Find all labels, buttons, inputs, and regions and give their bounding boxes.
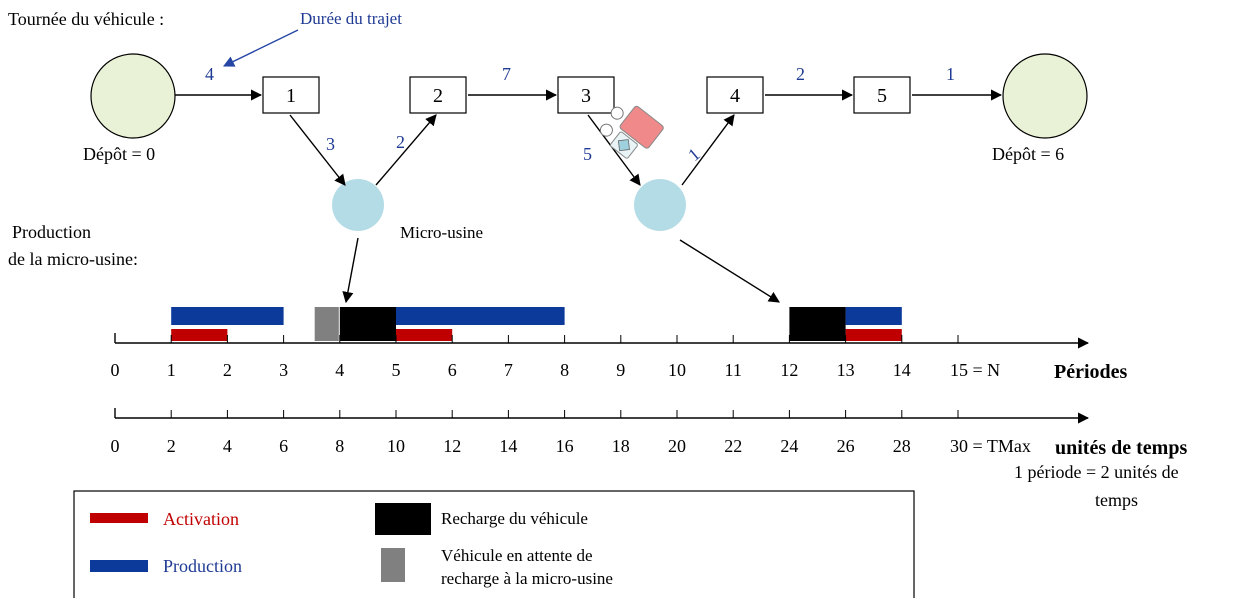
period-tick-label-0: 0 bbox=[111, 360, 120, 380]
period-tick-label-12: 12 bbox=[780, 360, 798, 380]
route-title: Tournée du véhicule : bbox=[8, 9, 164, 29]
timeline-bar-3-1 bbox=[339, 307, 396, 341]
timeline-bar-2-3 bbox=[845, 329, 902, 341]
edge-factory-b-to-4 bbox=[681, 114, 735, 186]
period-tick-label-3: 3 bbox=[279, 360, 288, 380]
legend-waiting-label-line2: recharge à la micro-usine bbox=[441, 569, 613, 588]
production-title-line2: de la micro-usine: bbox=[8, 249, 138, 269]
time-tick-label-15: 30 = TMax bbox=[950, 436, 1031, 456]
edge-3-to-factory-b-duration: 5 bbox=[583, 144, 592, 164]
edge-depot-to-1-duration: 4 bbox=[205, 64, 214, 84]
period-tick-label-11: 11 bbox=[725, 360, 742, 380]
time-tick-label-0: 0 bbox=[111, 436, 120, 456]
time-tick-label-1: 2 bbox=[167, 436, 176, 456]
depot-start-label: Dépôt = 0 bbox=[83, 144, 155, 164]
period-tick-label-2: 2 bbox=[223, 360, 232, 380]
production-title-line1: Production bbox=[12, 222, 91, 242]
depot-end-label: Dépôt = 6 bbox=[992, 144, 1064, 164]
time-tick-label-5: 10 bbox=[387, 436, 405, 456]
micro-factory-a bbox=[332, 179, 384, 231]
time-tick-label-13: 26 bbox=[837, 436, 855, 456]
edge-1-to-factory-a bbox=[289, 114, 346, 186]
edge-factory-a-to-2-duration: 2 bbox=[396, 132, 405, 152]
edge-factory-b-to-4-duration: 1 bbox=[684, 144, 704, 165]
period-tick-label-9: 9 bbox=[616, 360, 625, 380]
time-tick-label-14: 28 bbox=[893, 436, 911, 456]
edge-2-to-3-duration: 7 bbox=[502, 64, 511, 84]
route-node-5: 5 bbox=[853, 76, 911, 114]
time-tick-label-7: 14 bbox=[499, 436, 517, 456]
time-tick-label-12: 24 bbox=[780, 436, 798, 456]
time-tick-label-4: 8 bbox=[335, 436, 344, 456]
timeline-bar-2-1 bbox=[171, 329, 228, 341]
period-tick-label-8: 8 bbox=[560, 360, 569, 380]
time-tick-label-3: 6 bbox=[279, 436, 288, 456]
legend-production-swatch bbox=[90, 560, 148, 572]
route-node-5-label: 5 bbox=[877, 85, 887, 107]
time-conversion-note-line2: temps bbox=[1095, 490, 1138, 510]
legend-recharge-swatch bbox=[375, 503, 431, 535]
factory-b-to-timeline-arrow bbox=[679, 239, 780, 303]
period-tick-label-14: 14 bbox=[893, 360, 911, 380]
route-node-4: 4 bbox=[706, 76, 764, 114]
period-tick-label-1: 1 bbox=[167, 360, 176, 380]
factory-a-to-timeline-arrow bbox=[342, 237, 359, 304]
timeline-bar-2-2 bbox=[396, 329, 453, 341]
depot-start-node bbox=[90, 53, 176, 139]
timeline-bar-1-2 bbox=[396, 307, 565, 325]
duration-note: Durée du trajet bbox=[300, 9, 402, 28]
time-tick-label-6: 12 bbox=[443, 436, 461, 456]
duration-pointer-arrow bbox=[222, 29, 299, 67]
period-tick-label-10: 10 bbox=[668, 360, 686, 380]
legend-box bbox=[73, 490, 915, 602]
period-tick-label-5: 5 bbox=[392, 360, 401, 380]
timeline-bar-3-2 bbox=[789, 307, 846, 341]
legend-activation-swatch bbox=[90, 513, 148, 523]
timeline-bar-4-1 bbox=[314, 307, 339, 341]
legend-waiting-label-line1: Véhicule en attente de bbox=[441, 546, 593, 565]
time-tick-label-8: 16 bbox=[556, 436, 574, 456]
route-node-4-label: 4 bbox=[730, 85, 740, 107]
period-axis-label: Périodes bbox=[1054, 361, 1128, 383]
route-node-2-label: 2 bbox=[433, 85, 443, 107]
edge-1-to-factory-a-duration: 3 bbox=[326, 134, 335, 154]
period-tick-label-7: 7 bbox=[504, 360, 513, 380]
micro-factory-label: Micro-usine bbox=[400, 223, 483, 242]
time-conversion-note-line1: 1 période = 2 unités de bbox=[1014, 462, 1179, 482]
edge-4-to-5-duration: 2 bbox=[796, 64, 805, 84]
edge-3-to-factory-b bbox=[587, 114, 641, 186]
period-tick-label-6: 6 bbox=[448, 360, 457, 380]
timeline-bar-1-3 bbox=[845, 307, 902, 325]
route-node-1-label: 1 bbox=[286, 85, 296, 107]
legend-activation-label: Activation bbox=[163, 509, 239, 529]
timeline-bars bbox=[171, 307, 902, 341]
legend-recharge-label: Recharge du véhicule bbox=[441, 509, 588, 528]
depot-end-node bbox=[1002, 53, 1088, 139]
truck-icon bbox=[599, 105, 664, 159]
micro-factory-b bbox=[634, 179, 686, 231]
route-node-3-label: 3 bbox=[581, 85, 591, 107]
legend-waiting-swatch bbox=[381, 548, 405, 582]
timeline-bar-1-1 bbox=[171, 307, 284, 325]
period-tick-label-15: 15 = N bbox=[950, 360, 1000, 380]
edge-5-to-depot-duration: 1 bbox=[946, 64, 955, 84]
route-node-2: 2 bbox=[409, 76, 467, 114]
time-axis-label: unités de temps bbox=[1055, 437, 1187, 459]
legend-production-label: Production bbox=[163, 556, 242, 576]
edge-factory-a-to-2 bbox=[375, 114, 437, 186]
period-tick-label-13: 13 bbox=[837, 360, 855, 380]
period-tick-label-4: 4 bbox=[335, 360, 344, 380]
route-node-1: 1 bbox=[262, 76, 320, 114]
route-node-3: 3 bbox=[557, 76, 615, 114]
time-tick-label-9: 18 bbox=[612, 436, 630, 456]
time-tick-label-2: 4 bbox=[223, 436, 232, 456]
time-tick-label-10: 20 bbox=[668, 436, 686, 456]
time-tick-label-11: 22 bbox=[724, 436, 742, 456]
